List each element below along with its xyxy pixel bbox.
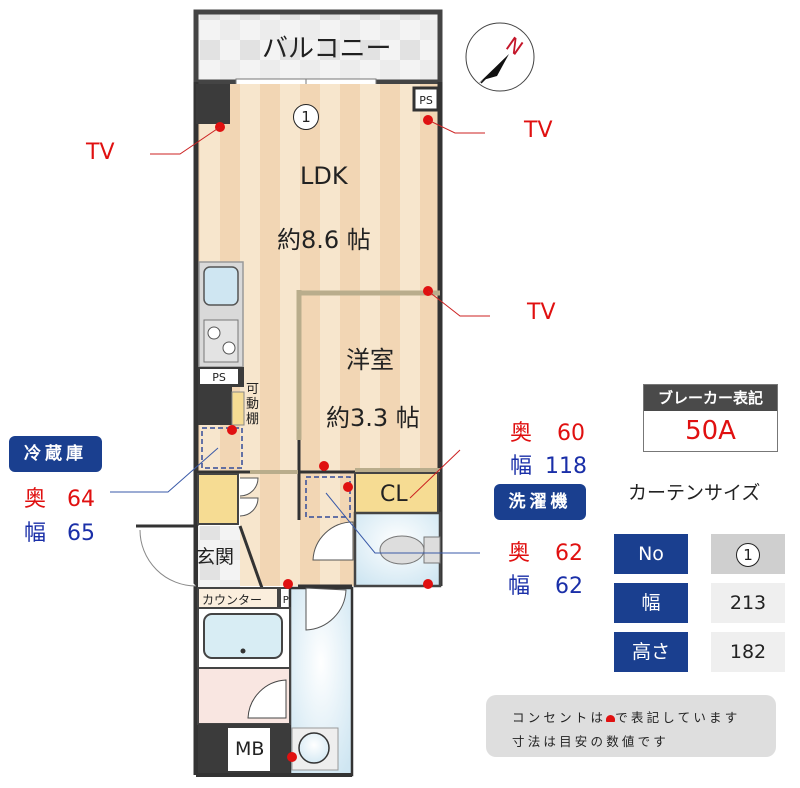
tv-label-mid-right: TV bbox=[527, 300, 556, 325]
fridge-depth: 奥 64 bbox=[24, 487, 96, 512]
curtain-value: 213 bbox=[711, 583, 785, 623]
closet-width: 幅 118 bbox=[510, 454, 588, 479]
note-line-2: 寸法は目安の数値です bbox=[512, 734, 670, 749]
curtain-row-width: 幅 213 bbox=[614, 583, 785, 623]
curtain-row-height: 高さ 182 bbox=[614, 632, 785, 672]
tv-label-top-right: TV bbox=[524, 118, 553, 143]
curtain-size-title: カーテンサイズ bbox=[628, 482, 761, 504]
curtain-value: 1 bbox=[711, 534, 785, 574]
tv-label-left: TV bbox=[86, 140, 115, 165]
mb-label: MB bbox=[235, 738, 265, 760]
breaker-box: ブレーカー表記 50A bbox=[643, 384, 778, 452]
svg-text:PS: PS bbox=[212, 371, 226, 384]
outlet-marker-icon bbox=[606, 715, 616, 722]
curtain-key: 高さ bbox=[614, 632, 688, 672]
balcony-label: バルコニー bbox=[262, 34, 392, 64]
window-number-marker: 1 bbox=[293, 104, 319, 130]
fridge-width: 幅 65 bbox=[24, 521, 96, 546]
shelf-label: 可動棚 bbox=[246, 382, 260, 427]
curtain-key: 幅 bbox=[614, 583, 688, 623]
washer-width: 幅 62 bbox=[508, 574, 584, 599]
curtain-key: No bbox=[614, 534, 688, 574]
curtain-value: 182 bbox=[711, 632, 785, 672]
closet-depth: 奥 60 bbox=[510, 421, 586, 446]
entrance-label: 玄関 bbox=[196, 546, 235, 568]
curtain-row-no: No 1 bbox=[614, 534, 785, 574]
note-box: コンセントはで表記しています 寸法は目安の数値です bbox=[486, 695, 776, 757]
washer-depth: 奥 62 bbox=[508, 541, 584, 566]
counter-label: カウンター bbox=[202, 593, 263, 607]
ldk-size: 約8.6 帖 bbox=[277, 226, 371, 254]
fridge-badge: 冷蔵庫 bbox=[9, 436, 102, 472]
western-room-label: 洋室 bbox=[346, 346, 394, 374]
svg-text:PS: PS bbox=[419, 94, 433, 107]
western-room-size: 約3.3 帖 bbox=[326, 404, 420, 432]
breaker-header: ブレーカー表記 bbox=[644, 385, 777, 411]
ldk-label: LDK bbox=[300, 162, 348, 190]
washer-badge: 洗濯機 bbox=[494, 484, 586, 520]
breaker-value: 50A bbox=[685, 416, 736, 446]
closet-label: CL bbox=[380, 482, 408, 507]
note-line-1: コンセントはで表記しています bbox=[512, 710, 741, 725]
